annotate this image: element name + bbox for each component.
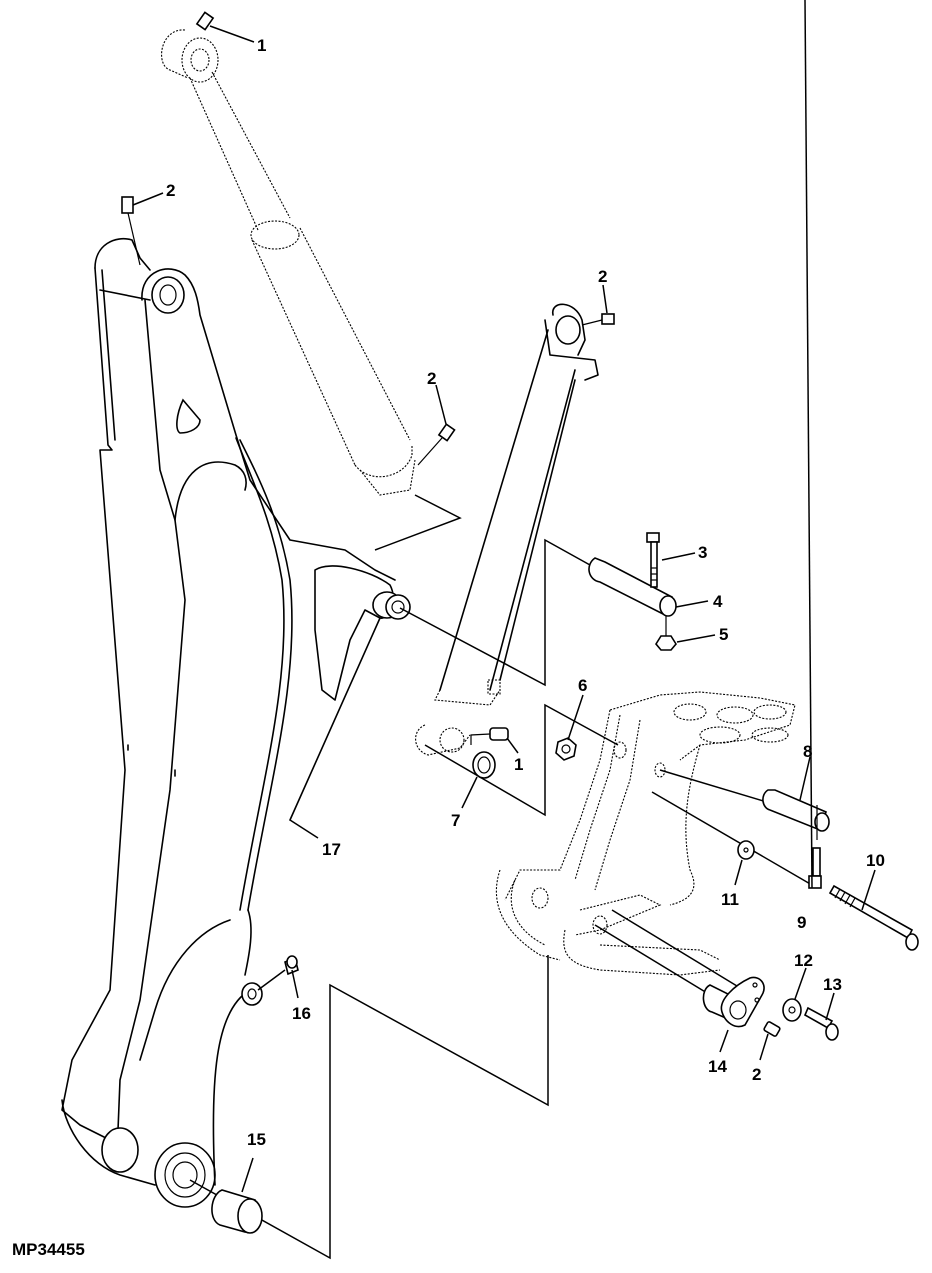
callout-1: 1 (514, 755, 523, 774)
callout-2: 2 (598, 267, 607, 286)
nut-5 (655, 616, 716, 651)
grease-fitting-2-cylinder (417, 384, 456, 466)
figure-code: MP34455 (12, 1240, 85, 1259)
callout-4: 4 (713, 592, 723, 611)
bolt-3 (646, 532, 696, 588)
pin-14 (702, 976, 765, 1053)
callout-10: 10 (866, 851, 885, 870)
grease-fitting-2-pin (759, 1021, 781, 1061)
callout-6: 6 (578, 676, 587, 695)
retaining-pin-9 (804, 0, 822, 889)
grease-fitting-2-lower-cylinder (581, 284, 615, 326)
callout-9: 9 (797, 913, 806, 932)
pin-4 (588, 557, 677, 617)
pin-8 (762, 756, 830, 840)
callout-1: 1 (257, 36, 266, 55)
callout-12: 12 (794, 951, 813, 970)
callout-17: 17 (322, 840, 341, 859)
grease-fitting-1-top (195, 11, 255, 43)
bushing-15 (211, 1157, 263, 1234)
callout-14: 14 (708, 1057, 727, 1076)
boom-cylinder-lower (415, 303, 599, 756)
callout-3: 3 (698, 543, 707, 562)
boom (61, 238, 411, 1208)
assembly-path-lines (189, 494, 619, 1260)
callout-5: 5 (719, 625, 728, 644)
bolt-10 (828, 869, 919, 951)
washer-7 (461, 751, 496, 809)
washer-11 (734, 840, 755, 886)
callout-11: 11 (721, 890, 739, 909)
bushing-16 (257, 955, 299, 999)
callout-7: 7 (451, 811, 460, 830)
swing-frame (495, 691, 796, 976)
callout-15: 15 (247, 1130, 266, 1149)
grease-fitting-2-boom-top (121, 192, 164, 266)
callout-16: 16 (292, 1004, 311, 1023)
boom-cylinder-upper (161, 29, 416, 496)
grease-fitting-1-lower (470, 727, 519, 754)
callout-2: 2 (427, 369, 436, 388)
nut-6 (555, 694, 584, 761)
callout-8: 8 (803, 742, 812, 761)
callout-2: 2 (752, 1065, 761, 1084)
callout-2: 2 (166, 181, 175, 200)
callout-13: 13 (823, 975, 842, 994)
bolt-13 (803, 992, 839, 1041)
washer-12 (782, 967, 807, 1022)
